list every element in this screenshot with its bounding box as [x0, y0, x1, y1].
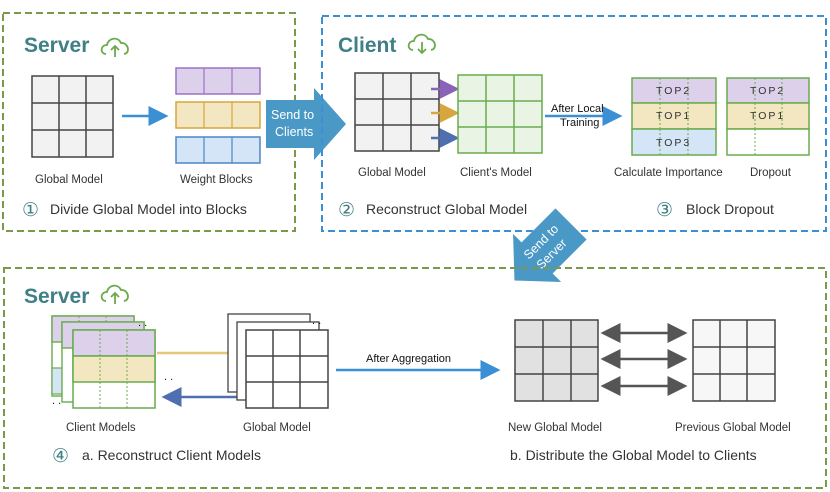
- after-local-line2: Training: [560, 117, 599, 129]
- step3-number: ③: [656, 199, 673, 221]
- send-to-clients-line2: Clients: [275, 125, 313, 139]
- global-models-stack: . .: [227, 313, 329, 409]
- new-global-model-grid: [514, 319, 599, 402]
- calculate-importance-label: Calculate Importance: [614, 167, 723, 179]
- cloud-download-icon: [407, 33, 436, 55]
- clients-model-label: Client's Model: [460, 167, 532, 179]
- global-model-label-bottom: Global Model: [243, 422, 311, 434]
- server-panel-bottom: [3, 267, 827, 489]
- importance-block-top1: [631, 102, 717, 130]
- client-title: Client: [338, 34, 396, 57]
- weight-block-blue: [175, 136, 261, 164]
- cloud-upload-icon-bottom: [100, 284, 129, 304]
- send-to-server-arrow: [513, 208, 587, 282]
- step3-text: Block Dropout: [686, 201, 774, 217]
- previous-global-model-grid: [692, 319, 776, 402]
- dropout-block-top1: [726, 102, 810, 130]
- global-model-grid-top: [31, 75, 114, 158]
- server-title-top: Server: [24, 34, 89, 57]
- dropout-block-empty: [726, 128, 810, 156]
- step1-text: Divide Global Model into Blocks: [50, 201, 247, 217]
- step-b-text: b. Distribute the Global Model to Client…: [510, 447, 757, 463]
- svg-text:. .: . .: [312, 315, 321, 327]
- send-to-clients-line1: Send to: [271, 108, 314, 122]
- global-model-label-top: Global Model: [35, 174, 103, 186]
- send-to-clients-arrow: [266, 88, 346, 160]
- step1-number: ①: [22, 199, 39, 221]
- weight-blocks-label: Weight Blocks: [180, 174, 253, 186]
- client-models-label: Client Models: [66, 422, 136, 434]
- top2-label-importance: TOP2: [656, 85, 691, 97]
- client-models-stack: . . . . . .: [51, 315, 173, 409]
- step4-number: ④: [52, 445, 69, 467]
- step2-text: Reconstruct Global Model: [366, 201, 527, 217]
- after-local-line1: After Local: [551, 103, 604, 115]
- cloud-upload-icon: [100, 37, 129, 57]
- server-title-bottom: Server: [24, 285, 89, 308]
- global-model-label-client: Global Model: [358, 167, 426, 179]
- top1-label-dropout: TOP1: [750, 110, 785, 122]
- dropout-block-top2: [726, 77, 810, 104]
- top1-label-importance: TOP1: [656, 110, 691, 122]
- svg-text:. .: . .: [164, 371, 173, 383]
- new-global-model-label: New Global Model: [508, 422, 602, 434]
- dropout-label: Dropout: [750, 167, 792, 179]
- top3-label-importance: TOP3: [656, 137, 691, 149]
- top2-label-dropout: TOP2: [750, 85, 785, 97]
- step-a-text: a. Reconstruct Client Models: [82, 447, 261, 463]
- global-model-grid-client: [354, 72, 440, 152]
- after-aggregation-text: After Aggregation: [366, 353, 451, 365]
- svg-text:. .: . .: [138, 317, 147, 329]
- weight-block-purple: [175, 67, 261, 95]
- step2-number: ②: [338, 199, 355, 221]
- clients-model-grid: [457, 74, 543, 154]
- svg-text:. .: . .: [52, 395, 61, 407]
- previous-global-model-label: Previous Global Model: [675, 422, 791, 434]
- importance-block-top3: [631, 128, 717, 156]
- weight-block-yellow: [175, 101, 261, 129]
